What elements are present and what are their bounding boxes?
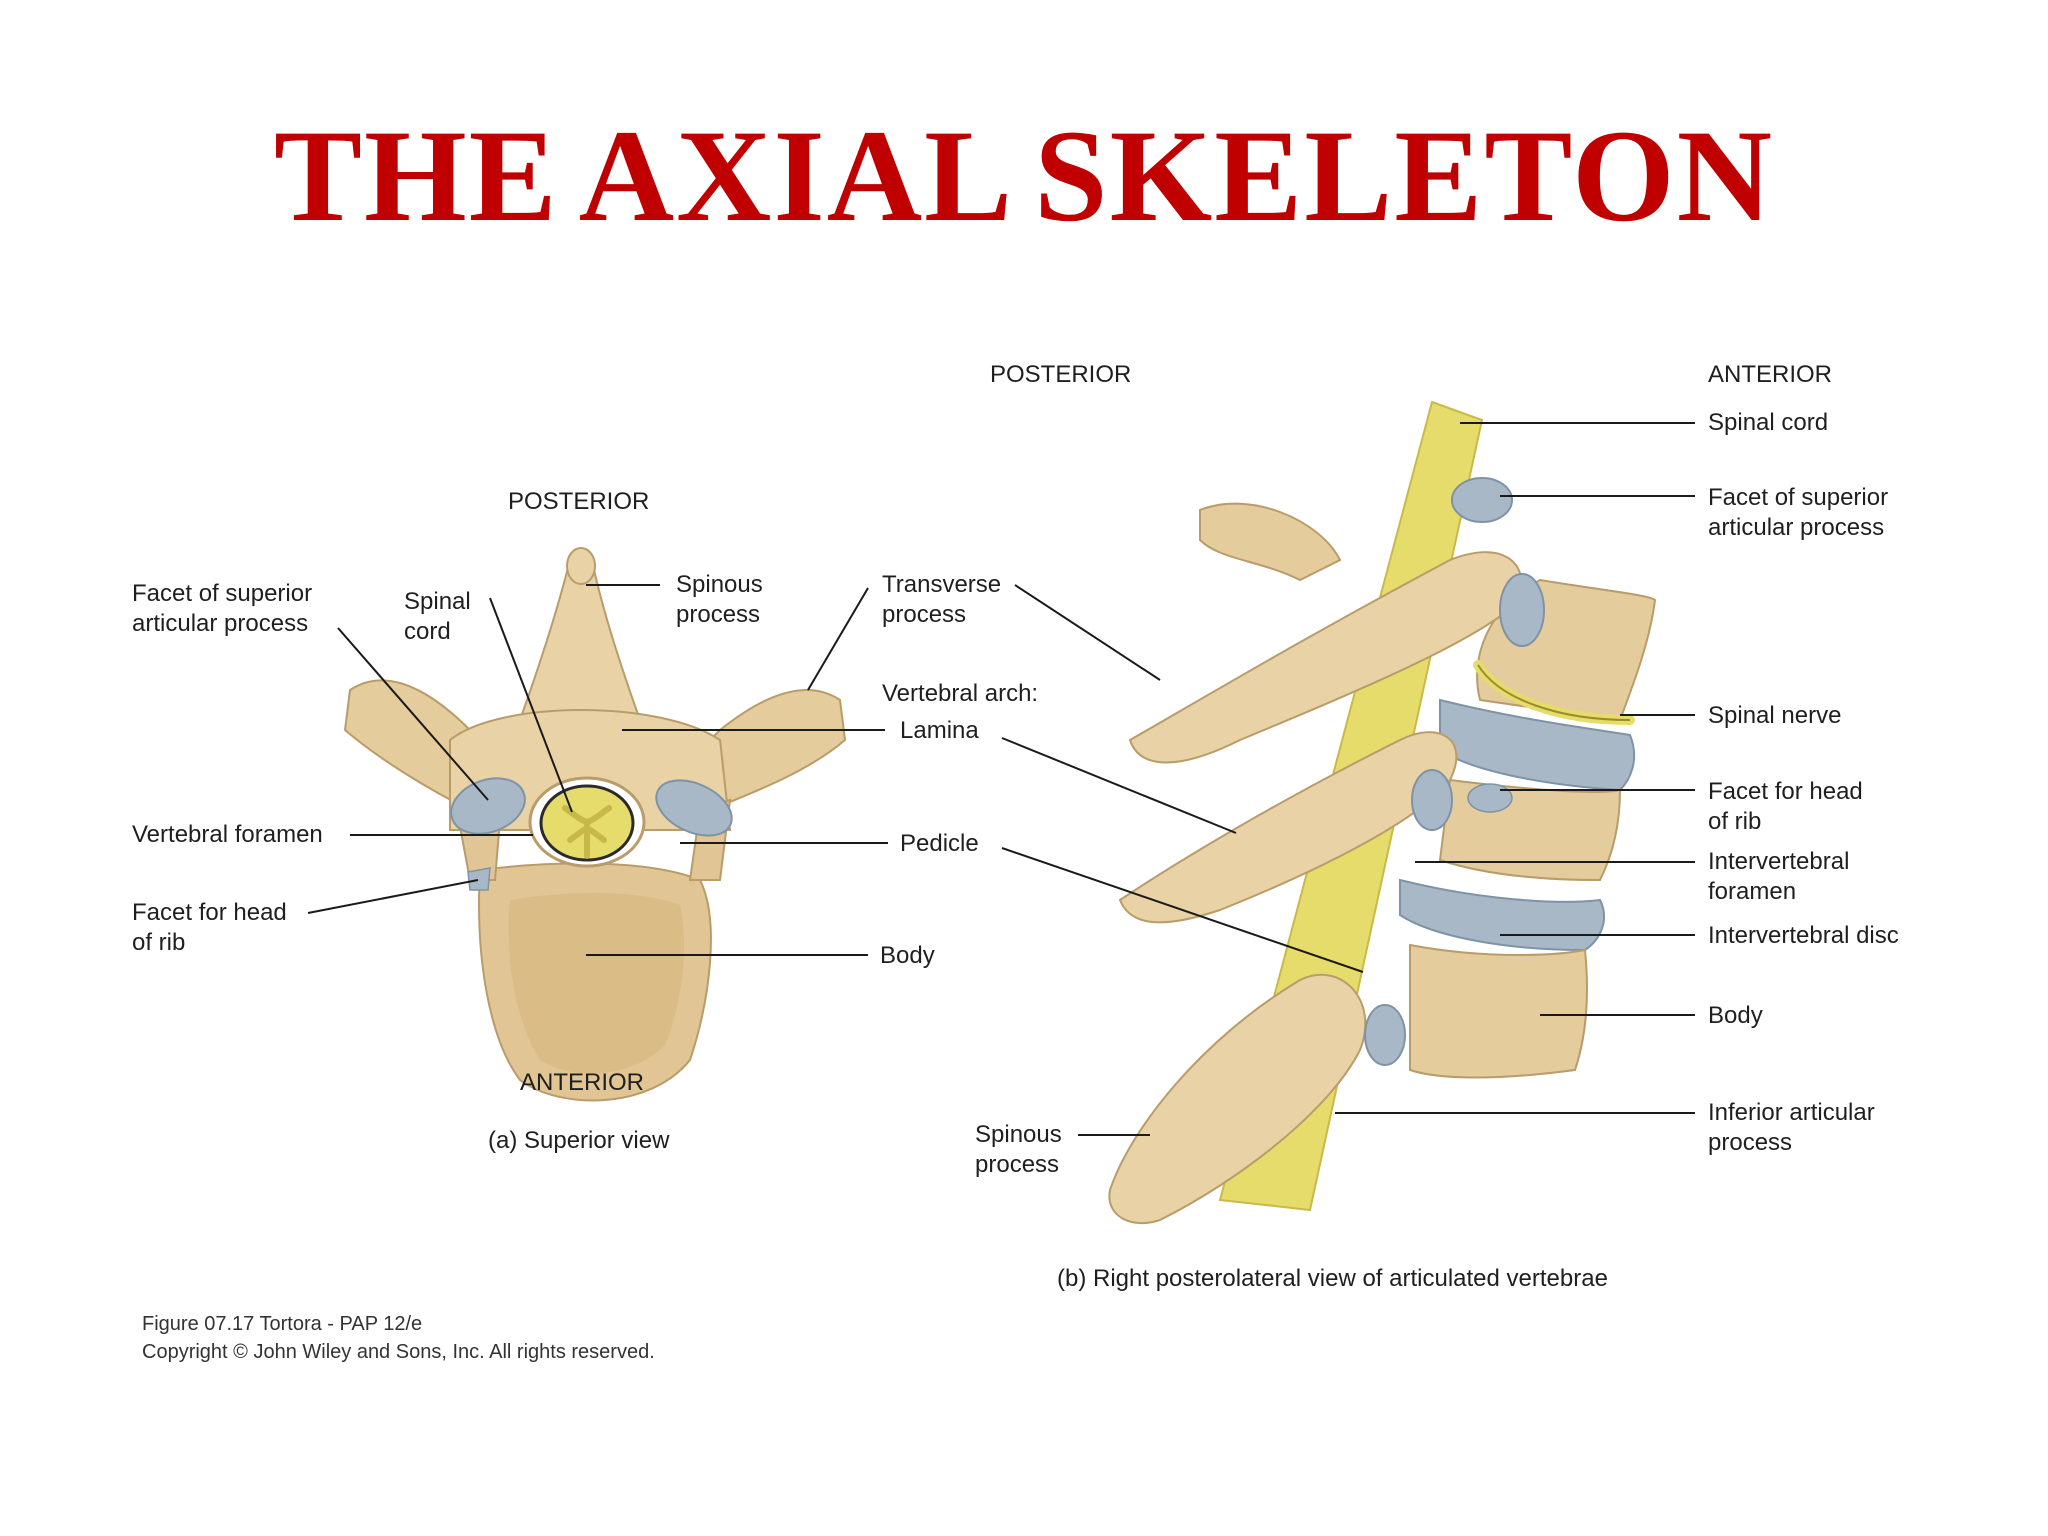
facet-rib-label-a-line1: Facet for head — [132, 899, 287, 926]
leader-facet-rib-a — [307, 879, 479, 914]
title-word-2: AXIAL — [578, 102, 1015, 249]
anterior-label-b: ANTERIOR — [1708, 361, 1833, 388]
upper-transverse — [1199, 502, 1342, 582]
facet-superior-label-a-line1: Facet of superior — [132, 580, 313, 607]
transverse-label-line1: Transverse — [882, 571, 1002, 598]
leader-pedicle-b — [1001, 847, 1364, 973]
leader-transverse-b — [1014, 584, 1161, 681]
spinal-cord-grey-matter — [562, 805, 612, 859]
leader-spinal-cord-a — [489, 597, 573, 813]
middle-lamina-spinous — [1118, 731, 1458, 924]
spinous-label-a-line1: Spinous — [676, 571, 763, 598]
facet-middle-right — [1411, 769, 1453, 831]
anterior-label-a: ANTERIOR — [520, 1069, 645, 1096]
leader-lamina-b — [1001, 737, 1237, 834]
spinal-cord-label-a-line2: cord — [404, 618, 451, 645]
caption-a: (a) Superior view — [488, 1127, 670, 1154]
posterior-label-b: POSTERIOR — [990, 361, 1132, 388]
lower-lamina-spinous — [1108, 973, 1367, 1225]
vertebral-foramen-label: Vertebral foramen — [132, 821, 323, 848]
vertebral-body-inner — [508, 893, 685, 1074]
leader-transverse-a — [807, 587, 869, 691]
posterior-label-a: POSTERIOR — [508, 488, 650, 515]
left-superior-facet — [450, 777, 526, 835]
figure-credit-line2: Copyright © John Wiley and Sons, Inc. Al… — [142, 1341, 655, 1363]
facet-rib-label-a-line2: of rib — [132, 929, 186, 956]
spinal-cord-label-b: Spinal cord — [1708, 409, 1829, 436]
upper-disc — [1439, 698, 1636, 792]
facet-rib-label-b-line2: of rib — [1708, 808, 1762, 835]
inferior-articular-label-line1: Inferior articular — [1708, 1099, 1875, 1126]
middle-vertebral-body — [1438, 778, 1622, 882]
facet-superior-label-a-line2: articular process — [132, 610, 309, 637]
transverse-label-line2: process — [882, 601, 967, 628]
figure-credit-line1: Figure 07.17 Tortora - PAP 12/e — [142, 1313, 423, 1335]
spinous-label-b-line2: process — [975, 1151, 1060, 1178]
spinous-process-tip — [566, 547, 596, 585]
leader-lines — [307, 422, 1695, 1136]
vertebral-arch-label: Vertebral arch: — [882, 680, 1039, 707]
spinal-cord-label-a-line1: Spinal — [404, 588, 471, 615]
facet-rib-label-b-line1: Facet for head — [1708, 778, 1863, 805]
facet-superior-label-b-line2: articular process — [1708, 514, 1885, 541]
body-label-a: Body — [880, 942, 935, 969]
spinous-label-a-line2: process — [676, 601, 761, 628]
spinal-nerve-label: Spinal nerve — [1708, 702, 1842, 729]
inferior-articular-label-line2: process — [1708, 1129, 1793, 1156]
intervertebral-foramen-label-line2: foramen — [1708, 878, 1797, 905]
facet-lower-right — [1364, 1004, 1406, 1066]
leader-facet-superior-a — [337, 627, 489, 801]
caption-b: (b) Right posterolateral view of articul… — [1057, 1265, 1608, 1292]
lamina-label: Lamina — [900, 717, 979, 744]
lower-disc — [1399, 878, 1605, 952]
spinous-label-b-line1: Spinous — [975, 1121, 1062, 1148]
facet-superior-label-b-line1: Facet of superior — [1708, 484, 1889, 511]
intervertebral-foramen-label-line1: Intervertebral — [1708, 848, 1850, 875]
facet-upper-right — [1499, 573, 1545, 647]
rib-facet-shape — [467, 867, 491, 891]
facet-rib-b — [1467, 783, 1513, 813]
title-word-3: SKELETON — [1034, 102, 1775, 249]
body-label-b: Body — [1708, 1002, 1763, 1029]
lower-vertebral-body — [1409, 943, 1588, 1079]
superior-view-vertebra — [343, 547, 847, 1102]
facet-superior-b — [1451, 477, 1513, 523]
intervertebral-disc-label: Intervertebral disc — [1708, 922, 1899, 949]
spinal-nerve-outline — [1477, 664, 1631, 721]
articulated-vertebrae — [1108, 400, 1657, 1225]
right-superior-facet — [655, 779, 733, 837]
pedicle-label: Pedicle — [900, 830, 979, 857]
title-word-1: THE — [273, 102, 559, 249]
